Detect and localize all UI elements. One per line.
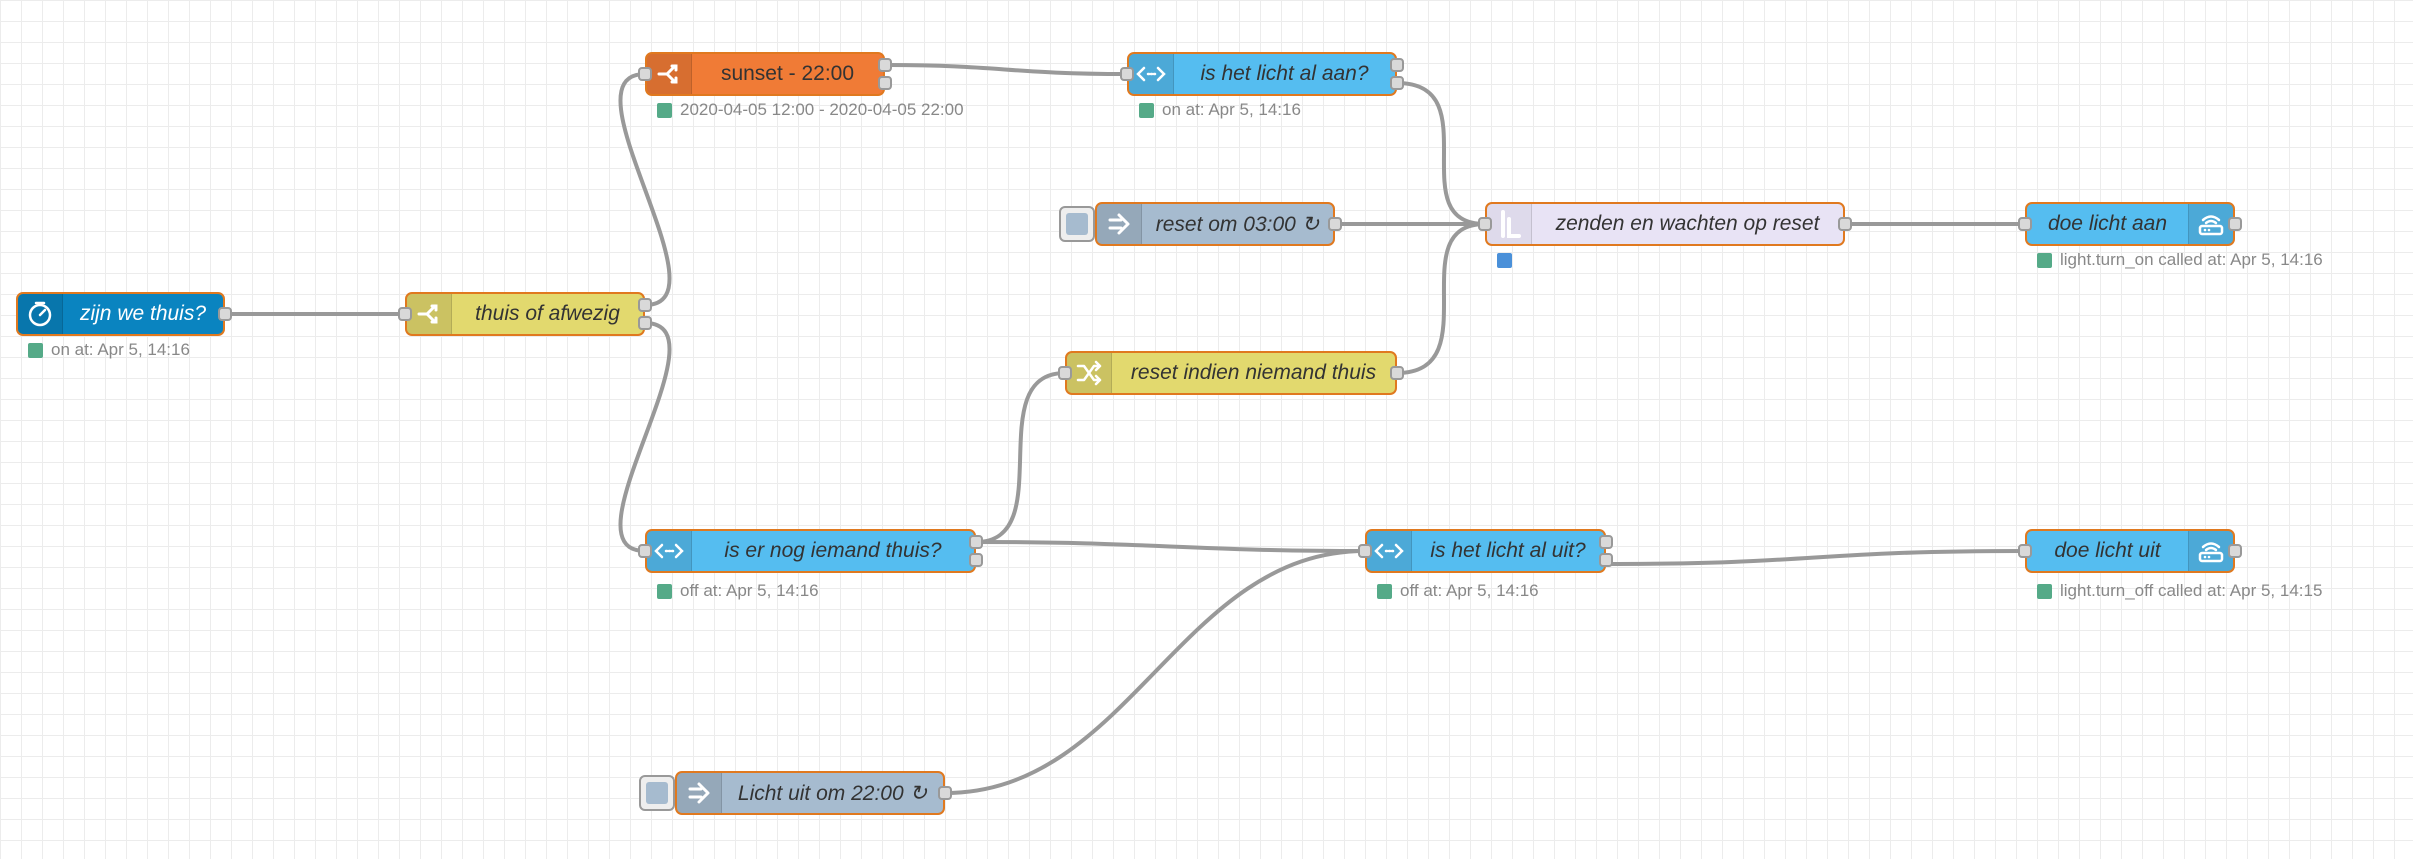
output-port[interactable] [1390,366,1404,380]
ha-state-icon [1367,531,1412,571]
output-port[interactable] [1599,535,1613,549]
ha-state-icon [1129,54,1174,94]
wire[interactable] [618,72,672,307]
node-label: reset om 03:00 ↻ [1155,212,1320,236]
wait-icon [1487,204,1532,244]
status-text: light.turn_off called at: Apr 5, 14:15 [2060,581,2323,600]
node-label: doe licht aan [2047,212,2168,235]
node-label: Licht uit om 22:00 ↻ [737,781,928,805]
output-port[interactable] [969,553,983,567]
node-zijn-we-thuis[interactable]: zijn we thuis? [16,292,232,336]
wire[interactable] [1604,549,2027,566]
node-status: off at: Apr 5, 14:16 [657,581,819,601]
node-label: is het licht al aan? [1200,62,1369,85]
status-dot [657,583,672,599]
node-label: doe licht uit [2054,539,2161,562]
input-port[interactable] [1478,217,1492,231]
node-is-het-licht-al-uit[interactable]: is het licht al uit? [1358,529,1613,573]
inject-button[interactable] [1059,206,1095,242]
status-dot [1497,253,1512,268]
status-dot [28,342,43,358]
router-icon [2188,204,2233,244]
input-port[interactable] [1058,366,1072,380]
node-doe-licht-uit[interactable]: doe licht uit [2018,529,2242,573]
status-text: on at: Apr 5, 14:16 [51,340,190,359]
node-thuis-of-afwezig[interactable]: thuis of afwezig [398,292,652,336]
status-text: off at: Apr 5, 14:16 [1400,581,1539,600]
node-zenden-en-wachten[interactable]: zenden en wachten op reset [1478,202,1852,246]
output-port[interactable] [2228,217,2242,231]
node-sunset[interactable]: sunset - 22:00 [638,52,892,96]
node-status: off at: Apr 5, 14:16 [1377,581,1539,601]
switch-icon [647,54,692,94]
node-status [1497,253,1520,268]
wire[interactable] [1395,222,1487,375]
node-label: reset indien niemand thuis [1130,361,1377,384]
output-port[interactable] [1390,76,1404,90]
input-port[interactable] [638,67,652,81]
node-label: zijn we thuis? [79,302,207,325]
output-port[interactable] [638,316,652,330]
output-port[interactable] [2228,544,2242,558]
status-text: on at: Apr 5, 14:16 [1162,100,1301,119]
node-status: on at: Apr 5, 14:16 [28,340,190,360]
status-dot [2037,252,2052,268]
wire[interactable] [618,321,672,553]
input-port[interactable] [638,544,652,558]
input-port[interactable] [398,307,412,321]
router-icon [2188,531,2233,571]
input-port[interactable] [1120,67,1134,81]
output-port[interactable] [638,298,652,312]
node-label: sunset - 22:00 [720,62,855,85]
wire[interactable] [1395,81,1487,226]
output-port[interactable] [878,76,892,90]
node-reset-om-0300[interactable]: reset om 03:00 ↻ [1095,202,1342,246]
inject-button[interactable] [639,775,675,811]
node-status: light.turn_on called at: Apr 5, 14:16 [2037,250,2323,270]
node-is-er-nog-iemand-thuis[interactable]: is er nog iemand thuis? [638,529,983,573]
switch-icon [407,294,452,334]
change-icon [1067,353,1112,393]
node-is-het-licht-al-aan[interactable]: is het licht al aan? [1120,52,1404,96]
output-port[interactable] [1390,58,1404,72]
status-dot [657,102,672,118]
status-dot [2037,583,2052,599]
wire[interactable] [974,540,1367,553]
output-port[interactable] [1328,217,1342,231]
wire[interactable] [943,549,1367,795]
node-licht-uit-om-2200[interactable]: Licht uit om 22:00 ↻ [675,771,952,815]
inject-arrow-icon [1097,204,1142,244]
inject-arrow-icon [677,773,722,813]
status-text: off at: Apr 5, 14:16 [680,581,819,600]
node-doe-licht-aan[interactable]: doe licht aan [2018,202,2242,246]
node-status: on at: Apr 5, 14:16 [1139,100,1301,120]
timer-icon [18,294,63,334]
node-status: 2020-04-05 12:00 - 2020-04-05 22:00 [657,100,964,120]
output-port[interactable] [938,786,952,800]
output-port[interactable] [878,58,892,72]
status-text: light.turn_on called at: Apr 5, 14:16 [2060,250,2323,269]
wire[interactable] [883,63,1129,76]
wire[interactable] [974,371,1067,544]
input-port[interactable] [2018,217,2032,231]
status-text: 2020-04-05 12:00 - 2020-04-05 22:00 [680,100,964,119]
node-label: is het licht al uit? [1430,539,1586,562]
node-label: thuis of afwezig [475,302,620,325]
input-port[interactable] [1358,544,1372,558]
ha-state-icon [647,531,692,571]
status-dot [1377,583,1392,599]
output-port[interactable] [1838,217,1852,231]
status-dot [1139,102,1154,118]
output-port[interactable] [969,535,983,549]
output-port[interactable] [1599,553,1613,567]
node-reset-indien-niemand-thuis[interactable]: reset indien niemand thuis [1058,351,1404,395]
node-status: light.turn_off called at: Apr 5, 14:15 [2037,581,2322,601]
output-port[interactable] [218,307,232,321]
input-port[interactable] [2018,544,2032,558]
node-label: is er nog iemand thuis? [724,539,942,562]
node-label: zenden en wachten op reset [1555,212,1820,235]
